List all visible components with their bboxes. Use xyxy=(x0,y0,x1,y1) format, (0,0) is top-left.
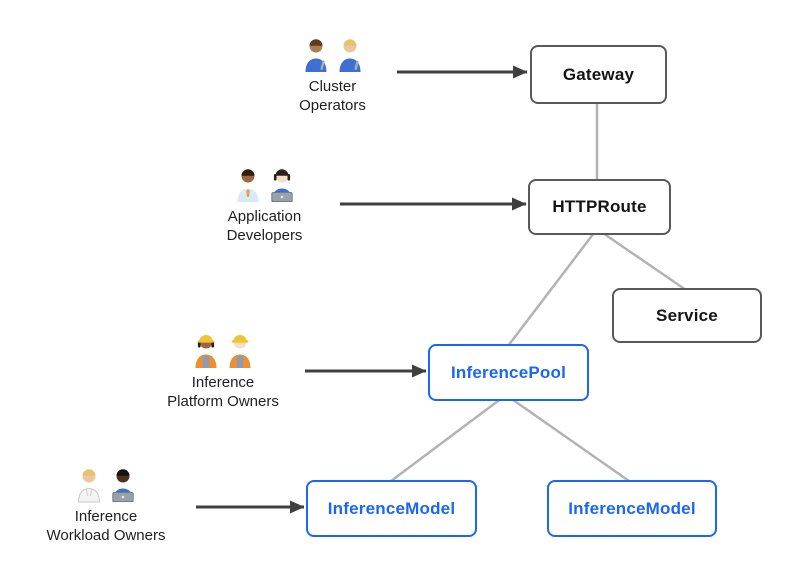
persona-application-developers-label: Application Developers xyxy=(226,208,303,244)
edge-inferencepool-inferencemodel-right xyxy=(505,393,630,483)
edge-inferencepool-inferencemodel-left xyxy=(390,393,507,483)
man-technologist-emoji xyxy=(112,469,134,502)
node-inferencemodel-left: InferenceModel xyxy=(306,480,477,537)
node-httproute-label: HTTPRoute xyxy=(552,197,647,216)
node-inferencepool-label: InferencePool xyxy=(450,362,567,382)
persona-application-developers: Application Developers xyxy=(187,164,342,245)
health-worker-emoji xyxy=(77,469,101,503)
persona-inference-platform-owners: Inference Platform Owners xyxy=(133,330,313,411)
man-mechanic-emoji xyxy=(305,39,326,72)
node-gateway-label: Gateway xyxy=(562,64,635,84)
persona-inference-workload-owners: Inference Workload Owners xyxy=(16,464,196,545)
node-httproute: HTTPRoute xyxy=(528,179,671,235)
node-inferencepool: InferencePool xyxy=(428,344,589,401)
node-inferencemodel-left-label: InferenceModel xyxy=(327,498,456,518)
node-service-label: Service xyxy=(656,305,718,325)
application-developers-emoji-pair xyxy=(237,169,293,202)
persona-inference-workload-owners-label: Inference Workload Owners xyxy=(46,508,166,544)
man-construction-worker-emoji xyxy=(229,335,251,368)
woman-mechanic-emoji xyxy=(339,39,360,72)
man-office-worker-emoji xyxy=(237,169,258,202)
node-inferencemodel-right: InferenceModel xyxy=(547,480,717,537)
inference-workload-owners-emoji-pair xyxy=(77,469,134,503)
cluster-operators-emoji-pair xyxy=(305,39,360,72)
inference-platform-owners-emoji-pair xyxy=(195,335,251,368)
edge-httproute-inferencepool xyxy=(507,228,598,347)
persona-inference-platform-owners-label: Inference Platform Owners xyxy=(167,374,279,410)
node-service: Service xyxy=(612,288,762,343)
woman-technologist-emoji xyxy=(270,169,293,202)
persona-cluster-operators: Cluster Operators xyxy=(255,34,410,115)
node-inferencemodel-right-label: InferenceModel xyxy=(568,498,696,518)
woman-construction-worker-emoji xyxy=(195,335,217,368)
edge-httproute-service xyxy=(596,227,687,292)
persona-cluster-operators-label: Cluster Operators xyxy=(299,78,366,114)
node-gateway: Gateway xyxy=(530,45,667,104)
